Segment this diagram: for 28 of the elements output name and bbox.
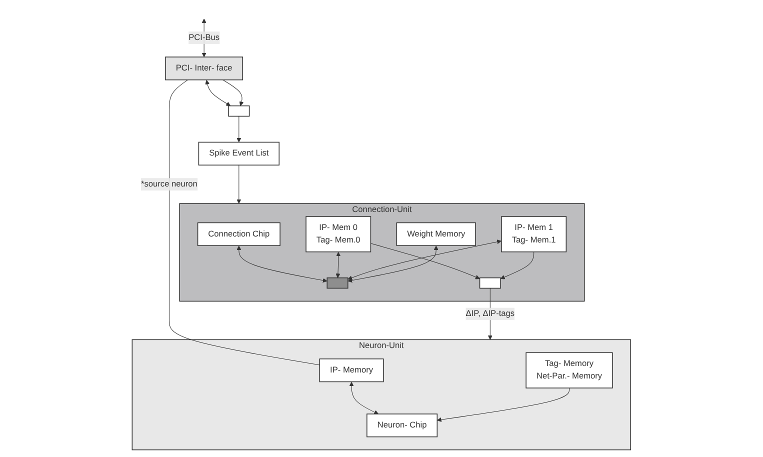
node-box: IP- Memory bbox=[319, 358, 384, 382]
arrow bbox=[349, 381, 379, 414]
node-box: Neuron- Chip bbox=[366, 413, 438, 437]
arrow bbox=[437, 387, 570, 422]
node-box: Tag- Memory Net-Par.- Memory bbox=[526, 352, 613, 388]
arrow bbox=[336, 251, 341, 278]
node-bar bbox=[479, 276, 502, 288]
arrow bbox=[348, 239, 502, 280]
node-box: IP- Mem 1 Tag- Mem.1 bbox=[501, 216, 567, 252]
arrow bbox=[236, 164, 242, 204]
arrow bbox=[236, 245, 328, 282]
node-bar bbox=[228, 104, 250, 116]
arrow bbox=[500, 251, 534, 279]
arrow bbox=[205, 79, 231, 106]
connector bbox=[169, 79, 320, 365]
node-box: Spike Event List bbox=[198, 141, 280, 165]
edge-label: PCI-Bus bbox=[188, 32, 220, 42]
arrow bbox=[370, 242, 480, 279]
node-bar bbox=[326, 276, 348, 288]
arrow bbox=[348, 245, 438, 282]
arrow bbox=[236, 115, 242, 142]
arrow bbox=[222, 79, 244, 106]
node-box: PCI- Inter- face bbox=[165, 56, 244, 80]
edge-label: *source neuron bbox=[141, 179, 198, 188]
node-box: Weight Memory bbox=[396, 222, 476, 246]
node-box: Connection Chip bbox=[197, 222, 281, 246]
node-box: IP- Mem 0 Tag- Mem.0 bbox=[306, 216, 372, 252]
edge-label: ΔIP, ΔIP-tags bbox=[466, 308, 515, 318]
